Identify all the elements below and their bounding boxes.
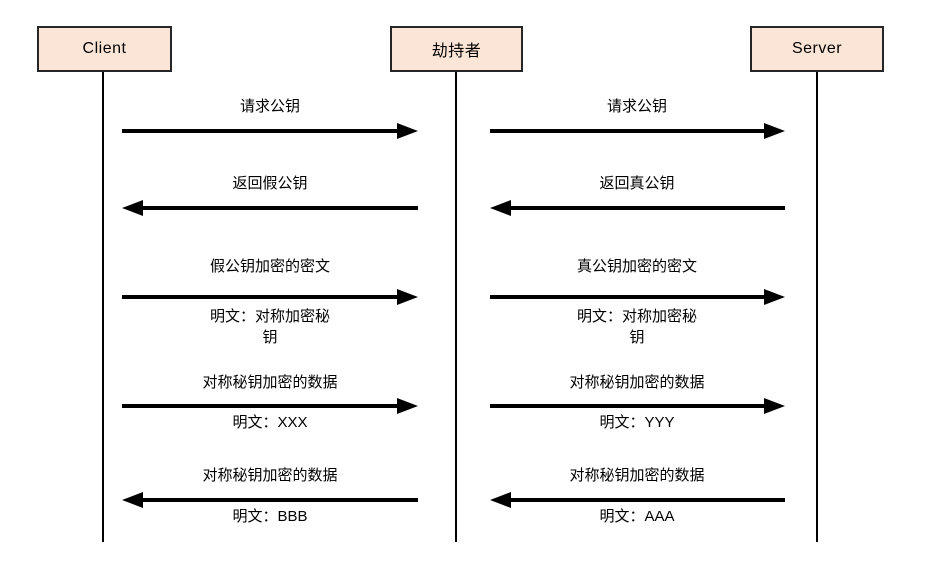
lifeline-client [102, 72, 104, 542]
arrowhead-left-icon [122, 492, 143, 508]
arrow-shaft [511, 206, 785, 210]
message-label: 对称秘钥加密的数据 [202, 467, 338, 484]
arrow-shaft [122, 404, 397, 408]
message-plaintext-note: 明文：YYY [599, 414, 675, 431]
message-plaintext-note: 明文：AAA [599, 508, 675, 525]
arrow-shaft [490, 404, 764, 408]
message-arrow-left [490, 492, 785, 508]
message-plaintext-note: 明文：对称加密秘钥 [576, 308, 697, 346]
message-arrow-left [490, 200, 785, 216]
actor-box-server: Server [750, 26, 884, 72]
message-label: 真公钥加密的密文 [576, 258, 698, 275]
message-plaintext-note: 明文：对称加密秘钥 [209, 308, 330, 346]
message-arrow-right [122, 289, 418, 305]
message-plaintext-note: 明文：XXX [232, 414, 308, 431]
actor-box-hijacker: 劫持者 [390, 26, 523, 72]
message-arrow-right [122, 398, 418, 414]
lifeline-server [816, 72, 818, 542]
actor-label-client: Client [82, 40, 127, 57]
arrow-shaft [511, 498, 785, 502]
message-label: 假公钥加密的密文 [209, 258, 331, 275]
message-label: 返回真公钥 [599, 175, 675, 192]
arrowhead-right-icon [397, 289, 418, 305]
arrow-shaft [143, 498, 418, 502]
arrow-shaft [490, 295, 764, 299]
arrow-shaft [122, 129, 397, 133]
message-arrow-right [490, 398, 785, 414]
message-label: 请求公钥 [606, 98, 668, 115]
arrowhead-right-icon [764, 123, 785, 139]
arrowhead-right-icon [764, 398, 785, 414]
arrowhead-right-icon [764, 289, 785, 305]
arrowhead-left-icon [490, 200, 511, 216]
arrow-shaft [122, 295, 397, 299]
message-arrow-right [490, 289, 785, 305]
lifeline-hijacker [455, 72, 457, 542]
actor-box-client: Client [37, 26, 172, 72]
arrowhead-right-icon [397, 398, 418, 414]
arrowhead-right-icon [397, 123, 418, 139]
arrowhead-left-icon [122, 200, 143, 216]
arrowhead-left-icon [490, 492, 511, 508]
message-label: 对称秘钥加密的数据 [202, 374, 338, 391]
message-plaintext-note: 明文：BBB [232, 508, 308, 525]
message-arrow-right [490, 123, 785, 139]
message-label: 对称秘钥加密的数据 [569, 374, 705, 391]
message-arrow-left [122, 200, 418, 216]
actor-label-server: Server [791, 40, 843, 57]
arrow-shaft [490, 129, 764, 133]
message-label: 对称秘钥加密的数据 [569, 467, 705, 484]
message-arrow-right [122, 123, 418, 139]
actor-label-hijacker: 劫持者 [431, 43, 482, 60]
message-arrow-left [122, 492, 418, 508]
message-label: 请求公钥 [239, 98, 301, 115]
arrow-shaft [143, 206, 418, 210]
message-label: 返回假公钥 [232, 175, 308, 192]
